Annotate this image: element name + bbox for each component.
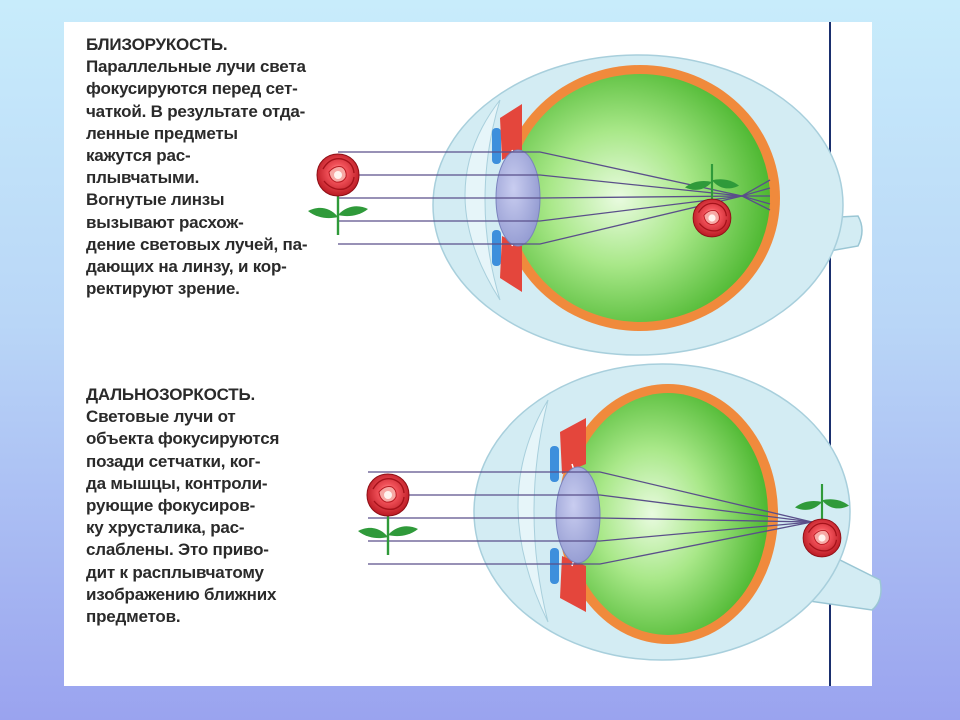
myopia-line: Вогнутые линзы [86, 190, 225, 210]
hyperopia-line: позади сетчатки, ког- [86, 451, 261, 471]
hyperopia-eye-diagram [356, 363, 882, 661]
myopia-line: ректируют зрение. [86, 279, 240, 299]
myopia-line: Параллельные лучи света [86, 57, 306, 77]
rose-object [306, 153, 370, 237]
vitreous-body [568, 393, 768, 635]
light-rays [338, 151, 771, 245]
myopia-eye-diagram [306, 54, 863, 356]
ciliary-muscle-upper [560, 418, 586, 474]
myopia-heading: БЛИЗОРУКОСТЬ. [86, 35, 228, 54]
hyperopia-line: изображению ближних [86, 584, 277, 604]
hyperopia-description: ДАЛЬНОЗОРКОСТЬ. Световые лучи от объекта… [86, 384, 279, 628]
hyperopia-line: ку хрусталика, рас- [86, 518, 245, 538]
crystalline-lens [555, 466, 601, 564]
hyperopia-line: слаблены. Это приво- [86, 540, 269, 560]
hyperopia-line: рующие фокусиров- [86, 496, 256, 516]
hyperopia-line: дит к расплывчатому [86, 562, 264, 582]
iris-upper [550, 446, 559, 482]
vitreous-body [510, 74, 770, 322]
hyperopia-line: объекта фокусируются [86, 429, 280, 449]
myopia-line: чаткой. В результате отда- [86, 101, 306, 121]
hyperopia-line: да мышцы, контроли- [86, 473, 268, 493]
myopia-line: плывчатыми. [86, 168, 200, 188]
myopia-line: вызывают расхож- [86, 212, 244, 232]
vertical-divider-line [829, 22, 831, 686]
myopia-line: дающих на линзу, и кор- [86, 257, 287, 277]
myopia-description: БЛИЗОРУКОСТЬ. Параллельные лучи света фо… [86, 34, 308, 300]
hyperopia-line: предметов. [86, 607, 181, 627]
ciliary-muscle-lower [560, 556, 586, 612]
hyperopia-heading: ДАЛЬНОЗОРКОСТЬ. [86, 385, 256, 404]
iris-upper [492, 128, 501, 164]
ciliary-muscle-lower [500, 236, 522, 292]
myopia-line: дение световых лучей, па- [86, 234, 308, 254]
ciliary-muscle-upper [500, 104, 522, 160]
cornea-bulge [464, 99, 501, 301]
myopia-line: кажутся рас- [86, 146, 191, 166]
hyperopia-line: Световые лучи от [86, 407, 236, 427]
myopia-line: ленные предметы [86, 123, 238, 143]
iris-lower [492, 230, 501, 266]
cornea-bulge [517, 399, 549, 623]
rose-object [356, 473, 420, 557]
iris-lower [550, 548, 559, 584]
light-rays [368, 471, 813, 565]
myopia-line: фокусируются перед сет- [86, 79, 298, 99]
